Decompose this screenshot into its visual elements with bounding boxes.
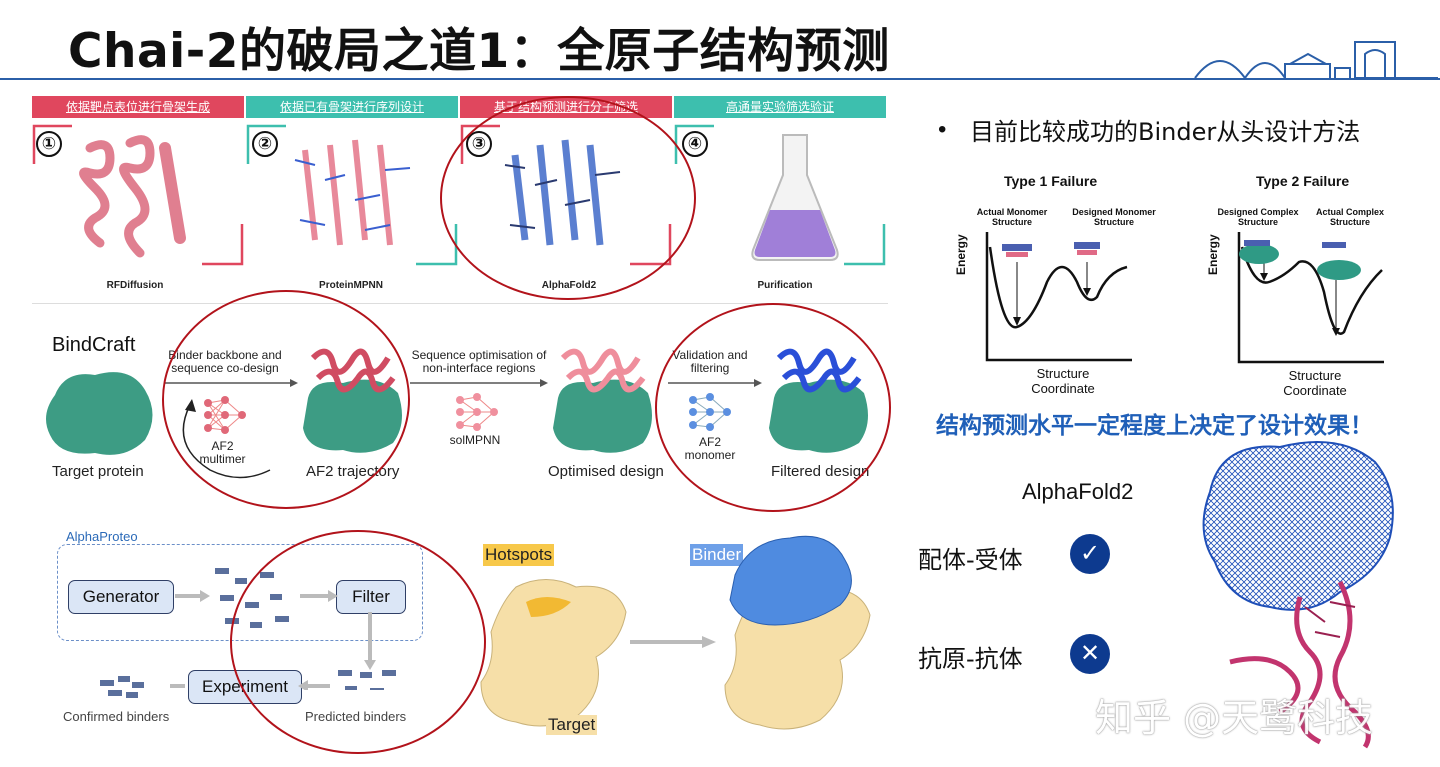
bindcraft-title: BindCraft bbox=[52, 334, 136, 356]
type2-ylabel: Energy bbox=[1206, 234, 1220, 275]
highlight-ring-filtered bbox=[655, 303, 891, 512]
check-icon: ✓ bbox=[1070, 534, 1110, 574]
step-number-1: ① bbox=[36, 131, 62, 157]
tool-label-1: RFDiffusion bbox=[106, 280, 164, 291]
highlight-ring-filter bbox=[230, 530, 486, 754]
type1-ylabel: Energy bbox=[954, 234, 968, 275]
bullet-dot: • bbox=[938, 116, 947, 143]
type1-right-label: Designed Monomer Structure bbox=[1072, 207, 1156, 227]
step-header-1: 依据靶点表位进行骨架生成 bbox=[32, 96, 244, 118]
optimised-design-label: Optimised design bbox=[548, 463, 664, 480]
university-gate-icon bbox=[1194, 41, 1438, 80]
solmpnn-network-icon bbox=[456, 393, 498, 431]
flask-icon bbox=[751, 134, 839, 261]
highlight-ring-trajectory bbox=[162, 290, 410, 509]
generator-node: Generator bbox=[68, 580, 174, 614]
cross-icon: ✕ bbox=[1070, 634, 1110, 674]
type2-energy-plot bbox=[1237, 232, 1384, 364]
type1-left-label: Actual Monomer Structure bbox=[976, 207, 1048, 227]
target-label: Target bbox=[546, 715, 598, 735]
arrow-icon-2 bbox=[410, 379, 548, 387]
alphaproteo-title: AlphaProteo bbox=[63, 529, 141, 544]
target-surface-icon bbox=[480, 579, 627, 727]
title-rule bbox=[0, 78, 1440, 80]
binder-complex-icon bbox=[724, 535, 871, 730]
target-protein-icon bbox=[46, 372, 153, 455]
type1-xlabel: Structure Coordinate bbox=[1031, 366, 1095, 396]
row2-label: 抗原-抗体 bbox=[918, 645, 1023, 673]
antigen-antibody-structure-icon bbox=[1202, 441, 1394, 749]
af2-heading: AlphaFold2 bbox=[1022, 479, 1134, 504]
target-protein-label: Target protein bbox=[52, 463, 144, 480]
tool-label-4: Purification bbox=[757, 280, 813, 291]
divider bbox=[32, 303, 888, 304]
type1-energy-plot bbox=[985, 232, 1132, 362]
hotspots-label: Hotspots bbox=[483, 544, 555, 566]
conclusion-text: 结构预测水平一定程度上决定了设计效果！ bbox=[936, 413, 1373, 439]
type2-left-label: Designed Complex Structure bbox=[1217, 207, 1299, 227]
bullet-text: 目前比较成功的Binder从头设计方法 bbox=[970, 118, 1361, 146]
binder-label: Binder bbox=[690, 544, 744, 566]
confirmed-binders-label: Confirmed binders bbox=[63, 709, 170, 724]
solmpnn-label: solMPNN bbox=[449, 433, 501, 447]
type2-right-label: Actual Complex Structure bbox=[1315, 207, 1384, 227]
rfdiffusion-protein-icon bbox=[79, 135, 186, 258]
arrow-icon-4 bbox=[630, 636, 716, 648]
step-number-2: ② bbox=[252, 131, 278, 157]
step-number-4: ④ bbox=[682, 131, 708, 157]
watermark-text: 知乎 @天鹭科技 bbox=[1095, 696, 1374, 740]
type1-title: Type 1 Failure bbox=[1004, 173, 1098, 189]
confirmed-binders-icon bbox=[100, 676, 144, 698]
step-optimisation-label: Sequence optimisation of non-interface r… bbox=[411, 348, 547, 375]
type2-xlabel: Structure Coordinate bbox=[1283, 368, 1347, 398]
type2-title: Type 2 Failure bbox=[1256, 173, 1350, 189]
proteinmpnn-protein-icon bbox=[294, 139, 411, 246]
highlight-ring-alphafold2 bbox=[440, 96, 696, 300]
row1-label: 配体-受体 bbox=[918, 546, 1023, 574]
step-header-2: 依据已有骨架进行序列设计 bbox=[246, 96, 458, 118]
optimised-design-icon bbox=[553, 348, 652, 453]
step-header-4: 高通量实验筛选验证 bbox=[674, 96, 886, 118]
tool-label-2: ProteinMPNN bbox=[319, 280, 383, 291]
page-title: Chai-2的破局之道1：全原子结构预测 bbox=[68, 24, 890, 79]
